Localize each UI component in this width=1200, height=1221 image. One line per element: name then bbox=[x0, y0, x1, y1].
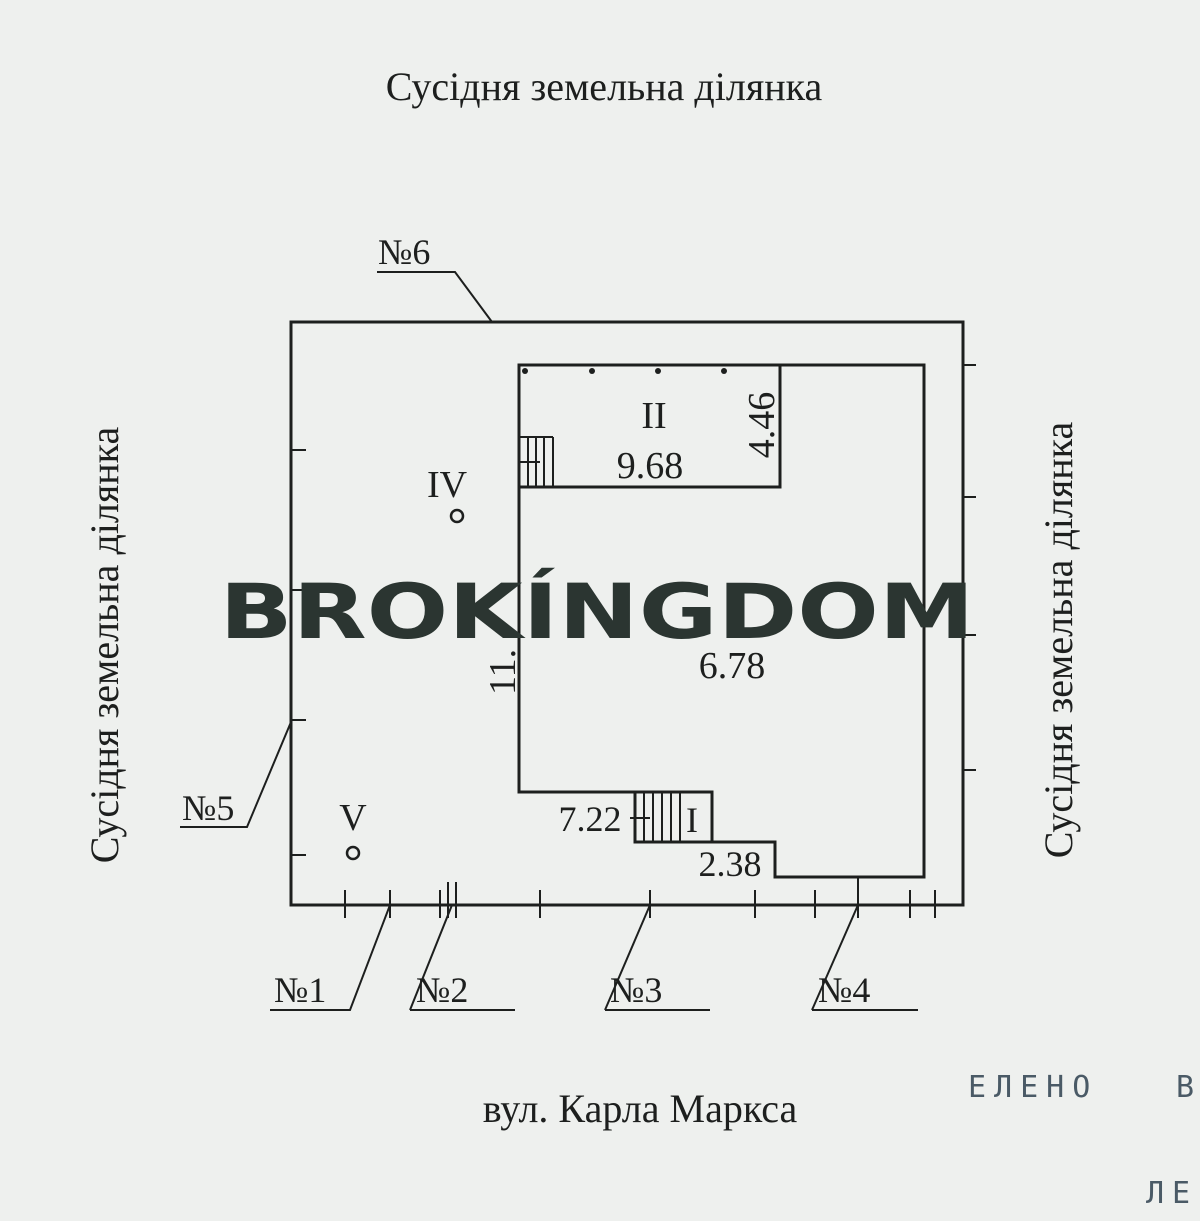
marker-1: №1 bbox=[274, 970, 326, 1010]
stamp-text-1: ЕЛЕНО bbox=[968, 1070, 1098, 1105]
marker-6: №6 bbox=[378, 232, 430, 272]
boundary-ticks bbox=[291, 364, 976, 918]
stairs-lower bbox=[630, 792, 681, 842]
dim-4-46: 4.46 bbox=[741, 392, 783, 459]
marker-2: №2 bbox=[416, 970, 468, 1010]
dim-9-68: 9.68 bbox=[617, 445, 684, 487]
building-outline bbox=[517, 363, 926, 879]
stamp-text-2: ЛЕ bbox=[1146, 1176, 1198, 1211]
label-top-neighbor: Сусідня земельна ділянка bbox=[386, 64, 823, 109]
marker-3: №3 bbox=[610, 970, 662, 1010]
room-iv-label: IV bbox=[427, 464, 468, 506]
room-ii-outline bbox=[517, 363, 782, 489]
dim-7-22: 7.22 bbox=[559, 799, 622, 839]
label-right-neighbor: Сусідня земельна ділянка bbox=[1036, 422, 1081, 859]
plot-boundary bbox=[289, 320, 965, 907]
label-left-neighbor: Сусідня земельна ділянка bbox=[82, 427, 127, 864]
dim-6-78: 6.78 bbox=[699, 645, 766, 687]
marker-5: №5 bbox=[182, 788, 234, 828]
dim-2-38: 2.38 bbox=[699, 844, 762, 884]
room-i-label: I bbox=[686, 800, 698, 840]
point-v-icon bbox=[345, 845, 361, 861]
dim-11: 11. bbox=[482, 649, 524, 695]
leader-lines bbox=[180, 271, 918, 1011]
label-street: вул. Карла Маркса bbox=[483, 1086, 798, 1131]
stairs-upper bbox=[519, 436, 554, 487]
room-v-label: V bbox=[339, 797, 367, 839]
room-ii-label: II bbox=[641, 395, 666, 437]
wall-markers bbox=[522, 368, 727, 374]
point-iv-icon bbox=[449, 508, 465, 524]
watermark: BROKÍNGDOM bbox=[220, 567, 975, 656]
stamp-text-1b: В bbox=[1176, 1070, 1200, 1105]
marker-4: №4 bbox=[818, 970, 870, 1010]
